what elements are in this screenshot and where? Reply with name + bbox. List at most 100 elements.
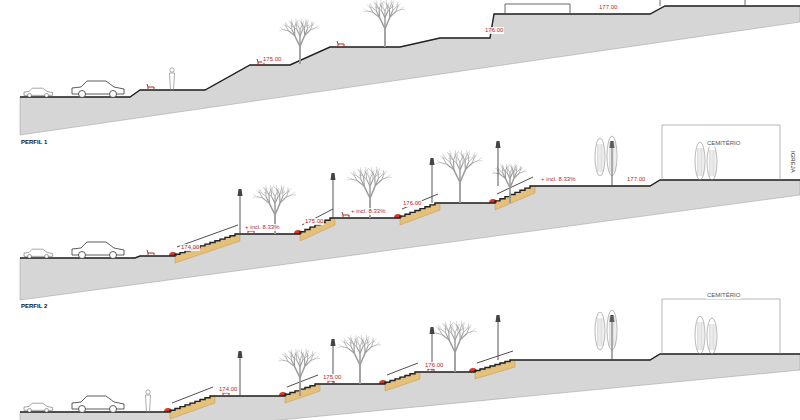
handrail: [402, 194, 438, 209]
tree-branch: [306, 20, 309, 23]
tree-branch: [500, 170, 503, 173]
tree-branch: [300, 366, 305, 377]
tree-branch: [463, 323, 464, 327]
tree-branch: [307, 355, 310, 356]
tree-drawing: [338, 335, 381, 384]
tree-branch: [514, 173, 519, 178]
tree-branch: [283, 192, 287, 196]
tree-branch: [372, 8, 376, 11]
tree-branch: [297, 22, 298, 25]
ground-cut: [20, 354, 800, 420]
cypress-tree: [607, 310, 617, 350]
tree-branch: [353, 171, 354, 175]
tree-branch: [306, 350, 309, 353]
street-lamp: [496, 315, 501, 360]
tree-branch: [524, 171, 527, 172]
tree-branch: [445, 321, 446, 325]
car-wheel: [79, 406, 86, 413]
tree-branch: [359, 347, 360, 354]
car-wheel: [79, 252, 86, 259]
tree-branch: [266, 190, 268, 193]
tree-branch: [375, 178, 378, 185]
tree-branch: [458, 158, 460, 163]
tree-branch: [350, 335, 351, 339]
tree-branch: [302, 354, 304, 356]
tree-branch: [507, 173, 510, 179]
tree-branch: [516, 170, 519, 173]
tree-branch: [401, 9, 405, 10]
tree-branch: [453, 154, 455, 160]
tree-branch: [371, 5, 373, 8]
tree-branch: [363, 343, 367, 347]
tree-branch: [371, 345, 377, 347]
tree-branch: [392, 2, 393, 5]
tree-branch: [376, 0, 377, 4]
tree-branch: [300, 36, 305, 47]
tree-branch: [291, 355, 292, 360]
tree-branch: [377, 174, 380, 175]
tree-branch: [382, 4, 383, 7]
tree-branch: [445, 327, 446, 332]
cypress-hatch: [712, 324, 713, 350]
tree-branch: [462, 328, 465, 329]
cypress-tree: [595, 312, 605, 350]
tree-branch: [316, 356, 319, 359]
tree-branch: [299, 30, 300, 36]
tree-branch: [453, 329, 455, 333]
tree-branch: [377, 168, 380, 171]
handrail: [172, 387, 213, 403]
tree-branch: [280, 27, 283, 29]
tree-branch: [473, 328, 476, 331]
tree-branch: [360, 342, 362, 346]
tree-branch: [292, 24, 294, 27]
tree-branch: [279, 358, 282, 360]
tree-branch: [347, 343, 351, 346]
person-head: [170, 68, 174, 72]
street-lamp: [238, 189, 243, 234]
tree-branch: [360, 353, 365, 365]
cypress-hatch: [712, 150, 713, 176]
tree-branch: [378, 169, 379, 173]
tree-branch: [379, 4, 381, 9]
tree-branch: [361, 335, 362, 339]
tree-branch: [285, 22, 286, 26]
tree-branch: [449, 340, 455, 352]
tree-branch: [275, 203, 280, 215]
tree-branch: [264, 188, 266, 191]
tree-branch: [450, 156, 452, 159]
tree-branch: [456, 157, 457, 163]
tree-branch: [391, 1, 394, 4]
tree-branch: [478, 160, 482, 161]
tree-branch: [356, 341, 357, 346]
tree-branch: [474, 154, 477, 157]
cypress-outline: [695, 142, 705, 180]
tree-branch: [446, 159, 450, 163]
tree-branch: [388, 7, 392, 11]
tree-branch: [299, 367, 300, 378]
tree-branch: [301, 19, 302, 23]
lamp-head: [331, 339, 336, 346]
tree-branch: [356, 175, 360, 178]
tree-branch: [354, 353, 360, 365]
tree-branch: [515, 164, 517, 166]
cypress-hatch: [600, 318, 601, 346]
tree-branch: [381, 5, 383, 7]
tree-branch: [354, 339, 356, 345]
tree-branch: [352, 343, 356, 346]
elevation-label: 174.00: [218, 386, 238, 393]
tree-branch: [387, 5, 389, 7]
tree-branch: [503, 168, 504, 171]
tree-branch: [297, 352, 298, 355]
tree-branch: [438, 325, 439, 329]
lamp-head: [496, 141, 501, 148]
tree-branch: [270, 185, 271, 189]
elevation-label: + incl. 8.33%: [350, 208, 387, 215]
tree-branch: [297, 23, 298, 26]
tree-branch: [456, 321, 457, 325]
cypress-hatch: [709, 324, 710, 350]
elevation-label: + incl. 8.33%: [244, 224, 281, 231]
tree-branch: [260, 190, 262, 193]
cypress-hatch: [613, 142, 614, 172]
tree-branch: [456, 163, 460, 171]
cypress-hatch: [598, 318, 599, 346]
